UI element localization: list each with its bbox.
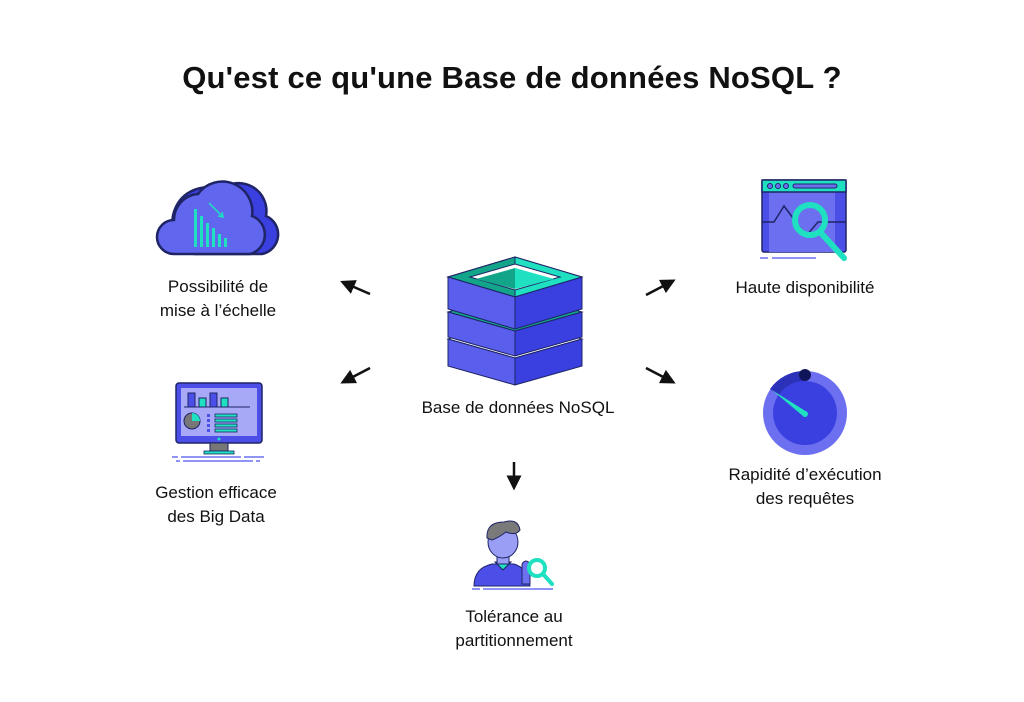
node-speed-label: Rapidité d’exécution des requêtes xyxy=(675,463,935,511)
arrow-to-availability xyxy=(645,279,676,297)
page-title: Qu'est ce qu'une Base de données NoSQL ? xyxy=(182,60,842,95)
label-line: Possibilité de xyxy=(167,277,269,296)
node-big-data-label: Gestion efficace des Big Data xyxy=(86,481,346,529)
monitor-dashboard-icon xyxy=(172,382,266,462)
cloud-chart-icon xyxy=(155,180,280,256)
label-line: Gestion efficace xyxy=(155,483,277,502)
node-availability-label: Haute disponibilité xyxy=(675,276,935,300)
speedometer-icon xyxy=(763,369,847,455)
arrow-to-big-data xyxy=(340,366,371,384)
person-magnifier-icon xyxy=(472,520,556,590)
node-scalability-label: Possibilité de mise à l’échelle xyxy=(88,275,348,323)
label-line: partitionnement xyxy=(455,631,573,650)
browser-magnifier-icon xyxy=(760,179,847,261)
label-line: Rapidité d’exécution xyxy=(728,465,882,484)
label-line: des Big Data xyxy=(167,507,265,526)
label-line: Haute disponibilité xyxy=(735,278,875,297)
center-label: Base de données NoSQL xyxy=(421,398,615,417)
label-line: des requêtes xyxy=(755,489,855,508)
database-stack-icon xyxy=(446,256,584,386)
node-partition-label: Tolérance au partitionnement xyxy=(384,605,644,653)
label-line: mise à l’échelle xyxy=(159,301,277,320)
label-line: Tolérance au xyxy=(465,607,563,626)
arrow-to-scalability xyxy=(340,280,371,296)
arrow-to-speed xyxy=(645,366,676,384)
